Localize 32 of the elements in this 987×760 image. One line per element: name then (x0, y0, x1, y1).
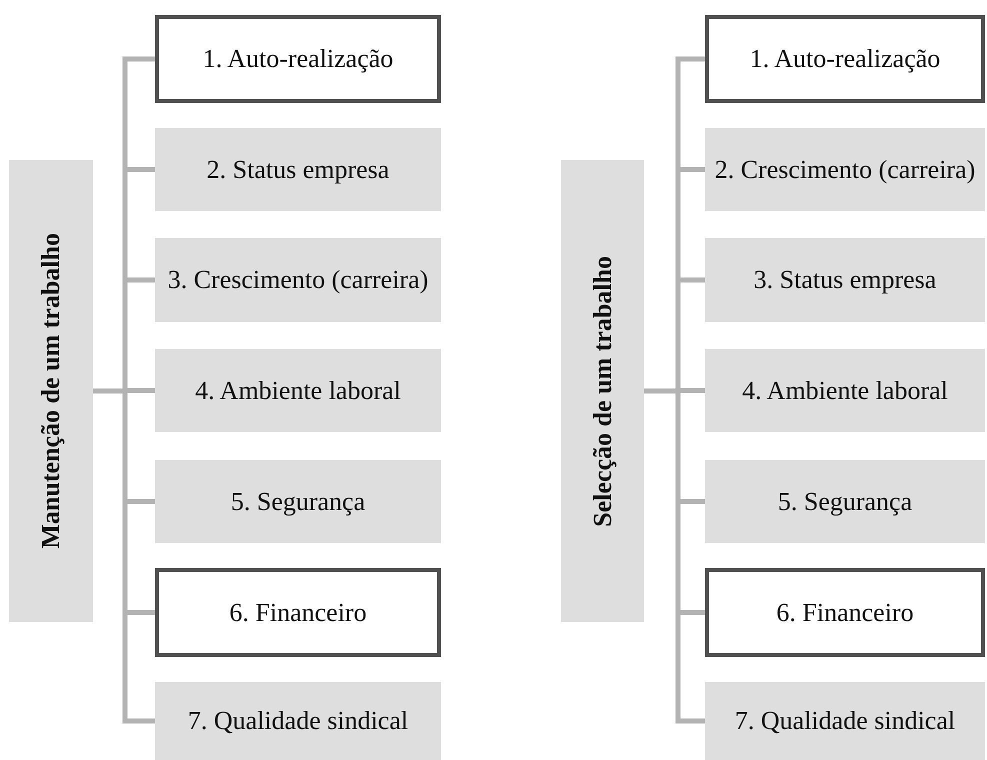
highlighted-factor-box (705, 568, 985, 657)
factor-box (155, 460, 441, 543)
highlighted-factor-box (155, 15, 441, 103)
category-box (561, 160, 644, 622)
factor-label: 2. Status empresa (206, 154, 390, 186)
factor-label: 5. Segurança (230, 486, 366, 518)
factor-label: 4. Ambiente laboral (742, 374, 948, 406)
factor-box (705, 128, 985, 211)
factor-box (705, 682, 985, 760)
factor-label: 2. Crescimento (carreira) (714, 154, 976, 186)
factor-label: 4. Ambiente laboral (195, 374, 401, 406)
factor-box (705, 349, 985, 432)
factor-box (705, 460, 985, 543)
category-label: Manutenção de um trabalho (36, 233, 66, 549)
highlighted-factor-box (705, 15, 985, 103)
factor-label: 7. Qualidade sindical (188, 705, 408, 737)
factor-label: 3. Crescimento (carreira) (168, 264, 428, 296)
factor-box (155, 349, 441, 432)
factor-box (155, 238, 441, 322)
factor-label: 6. Financeiro (229, 596, 367, 628)
factor-label: 6. Financeiro (776, 596, 914, 628)
factor-box (155, 682, 441, 760)
highlighted-factor-box (155, 568, 441, 657)
factor-label: 3. Status empresa (754, 264, 936, 296)
factor-label: 1. Auto-realização (202, 43, 394, 75)
factor-label: 7. Qualidade sindical (734, 705, 956, 737)
category-label: Selecção de um trabalho (588, 256, 618, 526)
factor-label: 5. Segurança (778, 486, 912, 518)
factor-box (155, 128, 441, 211)
factor-label: 1. Auto-realização (750, 43, 940, 75)
category-box (9, 160, 93, 622)
factor-box (705, 238, 985, 322)
